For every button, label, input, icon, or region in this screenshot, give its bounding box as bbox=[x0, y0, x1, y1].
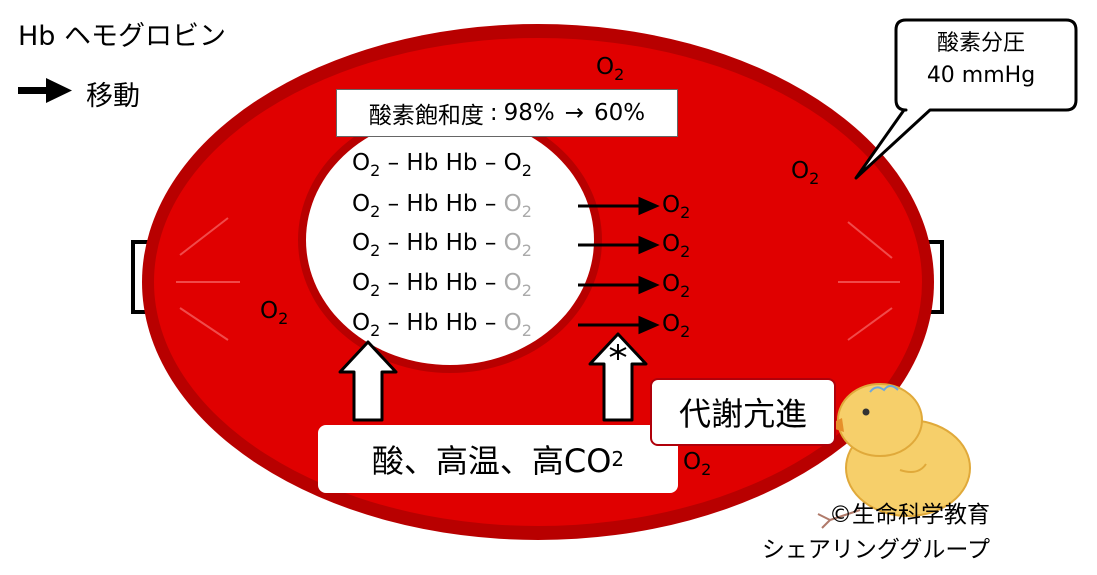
hb-row-3: O2 – Hb Hb – O2 bbox=[352, 230, 532, 260]
right-arrow-icon bbox=[18, 78, 72, 103]
released-o2-2: O2 bbox=[662, 231, 691, 261]
released-o2-ghost: O2 bbox=[503, 310, 532, 340]
released-o2-4: O2 bbox=[662, 311, 691, 341]
saturation-label: 酸素飽和度 bbox=[368, 103, 484, 129]
credit-line-1: ©生命科学教育 bbox=[829, 502, 990, 528]
hb-row-1: O2 – Hb Hb – O2 bbox=[352, 150, 532, 180]
floating-o2-top: O2 bbox=[596, 54, 625, 84]
partial-pressure-value: 40 mmHg bbox=[926, 62, 1036, 88]
cause-text: 酸、高温、高CO bbox=[371, 442, 612, 480]
saturation-from: 98% bbox=[503, 100, 555, 126]
hb-row-4: O2 – Hb Hb – O2 bbox=[352, 270, 532, 300]
credit: ©生命科学教育 シェアリンググループ bbox=[680, 498, 990, 567]
oxygen-saturation-box: 酸素飽和度 : 98% → 60% bbox=[336, 89, 678, 137]
saturation-to: 60% bbox=[594, 100, 646, 126]
released-o2-ghost: O2 bbox=[503, 230, 532, 260]
floating-o2-bottom: O2 bbox=[683, 449, 712, 479]
cell-highlights-right bbox=[838, 221, 900, 341]
chick-illustration bbox=[817, 383, 971, 529]
saturation-arrow: → bbox=[564, 100, 585, 126]
cell-highlights-left bbox=[176, 217, 240, 341]
partial-pressure-label: 酸素分圧 bbox=[936, 31, 1025, 56]
cause-sub: 2 bbox=[611, 447, 625, 471]
floating-o2-right: O2 bbox=[791, 158, 820, 188]
cell-center bbox=[306, 115, 594, 365]
legend-hemoglobin: Hb ヘモグロビン bbox=[18, 21, 227, 52]
released-o2-ghost: O2 bbox=[503, 191, 532, 221]
released-o2-ghost: O2 bbox=[503, 270, 532, 300]
hb-row-5: O2 – Hb Hb – O2 bbox=[352, 310, 532, 340]
partial-pressure-callout bbox=[854, 18, 1078, 180]
metabolism-box: 代謝亢進 bbox=[650, 378, 836, 446]
partial-pressure-text: 酸素分圧 40 mmHg bbox=[896, 28, 1066, 92]
up-arrow-left-icon bbox=[338, 340, 398, 422]
legend-move: 移動 bbox=[18, 74, 140, 113]
hb-row-2: O2 – Hb Hb – O2 bbox=[352, 191, 532, 221]
released-o2-3: O2 bbox=[662, 271, 691, 301]
credit-line-2: シェアリンググループ bbox=[761, 536, 990, 563]
release-arrows bbox=[578, 196, 660, 335]
metabolism-text: 代謝亢進 bbox=[678, 395, 807, 433]
released-o2-1: O2 bbox=[662, 192, 691, 222]
up-arrow-right-icon bbox=[588, 332, 648, 422]
floating-o2-left: O2 bbox=[260, 298, 289, 328]
legend-move-label: 移動 bbox=[86, 81, 140, 112]
